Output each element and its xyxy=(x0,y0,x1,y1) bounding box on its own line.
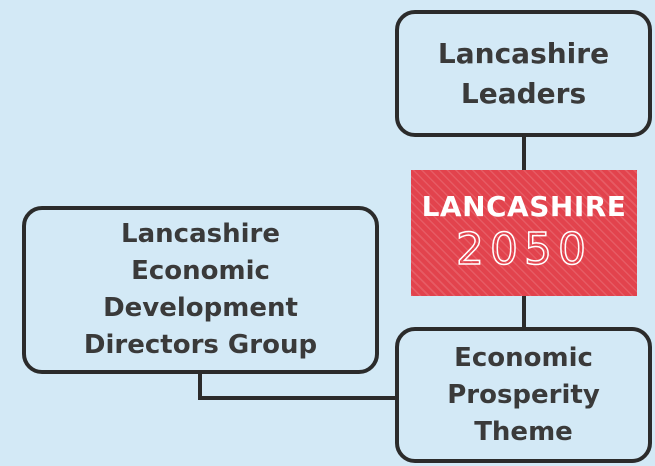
connector-directors-theme xyxy=(198,374,395,400)
lancashire-2050-logo: LANCASHIRE 2050 xyxy=(411,170,637,296)
node-economic-development-directors-group: Lancashire Economic Development Director… xyxy=(22,206,379,374)
logo-year: 2050 xyxy=(455,224,592,276)
node-label: Lancashire Economic Development Director… xyxy=(83,219,318,360)
node-lancashire-leaders: Lancashire Leaders xyxy=(395,10,652,137)
node-label: Lancashire Leaders xyxy=(437,36,610,110)
node-economic-prosperity-theme: Economic Prosperity Theme xyxy=(395,327,652,463)
logo-wordmark: LANCASHIRE xyxy=(421,190,627,223)
node-label: Economic Prosperity Theme xyxy=(447,342,600,447)
